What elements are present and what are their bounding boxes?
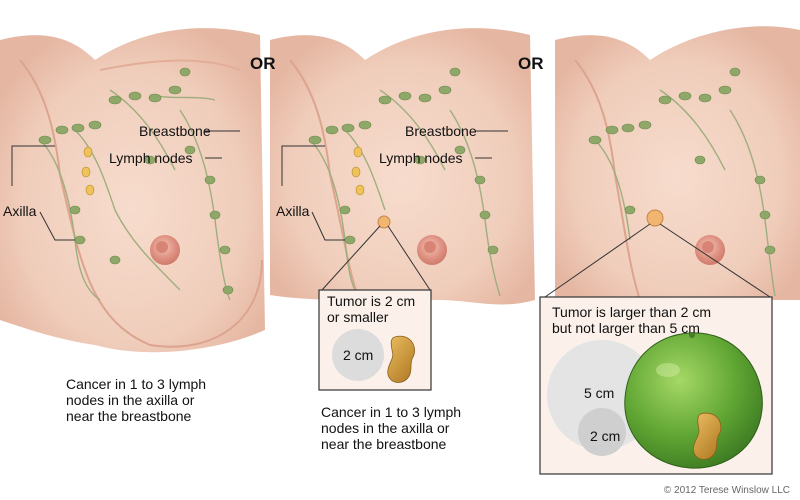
- panel-1-axilla-label: Axilla: [3, 203, 37, 219]
- panel-2-tumor: [377, 215, 391, 229]
- panel-2-peanut-icon: [387, 335, 415, 383]
- panel-3-lime-icon: [624, 332, 763, 469]
- panel-2-caption: Cancer in 1 to 3 lymph nodes in the axil…: [321, 404, 462, 452]
- or-separator-1: OR: [250, 54, 276, 73]
- panel-3-peanut-icon: [692, 412, 722, 460]
- panel-2-lymph-nodes: [308, 67, 499, 255]
- panel-3-lymph-nodes: [588, 67, 776, 255]
- panel-2-body: [270, 28, 535, 305]
- panel-1-breastbone-label: Breastbone: [139, 123, 211, 139]
- panel-1-lymph-nodes-label: Lymph nodes: [109, 150, 193, 166]
- panel-2-inset-title: Tumor is 2 cm or smaller: [327, 293, 416, 325]
- panel-3-leaders: [544, 223, 771, 298]
- or-separator-2: OR: [518, 54, 544, 73]
- panel-2-lymph-vessels: [309, 89, 501, 299]
- panel-1-caption: Cancer in 1 to 3 lymph nodes in the axil…: [66, 376, 207, 424]
- panel-3-tumor: [646, 209, 664, 227]
- panel-2-lymph-nodes-label: Lymph nodes: [379, 150, 463, 166]
- panel-3-lymph-vessels: [594, 89, 776, 297]
- panel-1-affected-nodes: [81, 146, 95, 196]
- panel-2-affected-nodes: [351, 146, 365, 196]
- panel-3-large-size-label: 5 cm: [584, 385, 615, 401]
- panel-3-small-circle: [578, 408, 626, 456]
- panel-2-leaders: [281, 130, 508, 291]
- panel-2-breastbone-label: Breastbone: [405, 123, 477, 139]
- panel-2-size-circle: [332, 329, 384, 381]
- panel-1-body: [0, 28, 265, 353]
- panel-2-inset: [318, 289, 432, 391]
- panel-1-leaders: [11, 130, 240, 241]
- panel-1-lymph-nodes: [38, 67, 234, 295]
- panel-2-size-label: 2 cm: [343, 347, 374, 363]
- panel-3-inset: [539, 296, 773, 475]
- copyright-credit: © 2012 Terese Winslow LLC: [663, 485, 790, 496]
- panel-3-body: [555, 26, 800, 301]
- panel-3-small-size-label: 2 cm: [590, 428, 621, 444]
- panel-3-inset-title: Tumor is larger than 2 cm but not larger…: [552, 304, 711, 336]
- panel-2-axilla-label: Axilla: [276, 203, 310, 219]
